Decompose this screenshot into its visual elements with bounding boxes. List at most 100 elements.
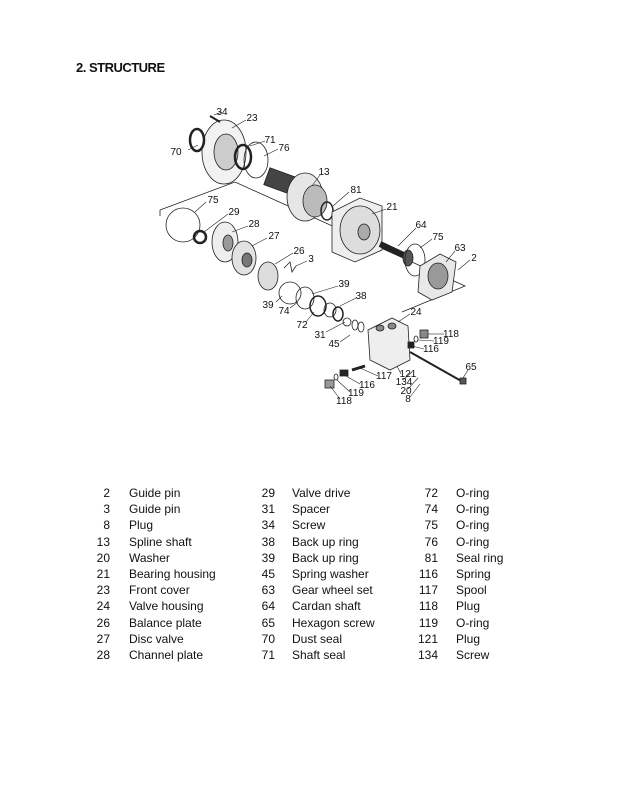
callout-label: 74 <box>278 306 290 317</box>
part-name: Plug <box>456 631 481 646</box>
part-name: Plug <box>129 518 154 533</box>
part-number: 119 <box>418 615 438 630</box>
callout-label: 81 <box>350 185 362 196</box>
callout-label: 116 <box>359 380 375 391</box>
part-number: 74 <box>424 502 438 517</box>
part-number: 13 <box>96 534 110 549</box>
callout-label: 34 <box>216 107 228 118</box>
part-number: 23 <box>96 583 110 598</box>
callout-label: 38 <box>355 291 367 302</box>
callout-label: 27 <box>268 231 280 242</box>
callout-label: 3 <box>308 254 314 265</box>
callout-label: 2 <box>471 253 477 264</box>
part-number: 72 <box>424 486 438 500</box>
part-name: Spacer <box>292 502 331 517</box>
callout-label: 31 <box>314 330 326 341</box>
part-name: Guide pin <box>129 502 181 517</box>
part-name: O-ring <box>456 534 490 549</box>
gear-wheel-set-part <box>417 253 457 301</box>
part-number: 121 <box>417 631 438 646</box>
part-number: 81 <box>424 550 438 565</box>
valve-housing-part <box>367 317 411 371</box>
part-number: 26 <box>96 615 110 630</box>
part-name: Valve housing <box>129 599 204 614</box>
back-up-ring-39b <box>323 302 337 318</box>
o-ring-76 <box>243 141 269 179</box>
part-number: 71 <box>261 648 275 662</box>
part-name: Channel plate <box>129 648 204 662</box>
part-name: Hexagon screw <box>292 615 375 630</box>
callout-label: 21 <box>386 202 398 213</box>
section-heading: 2. STRUCTURE <box>76 60 165 75</box>
part-name: Plug <box>456 599 481 614</box>
callout-label: 70 <box>170 147 182 158</box>
part-number: 134 <box>417 648 438 662</box>
part-name: Balance plate <box>129 615 202 630</box>
part-number: 63 <box>261 583 275 598</box>
part-name: Gear wheel set <box>292 583 373 598</box>
back-up-ring-39a <box>278 281 302 305</box>
part-number: 39 <box>261 550 275 565</box>
part-name: Spring washer <box>292 567 369 581</box>
callout-label: 119 <box>433 336 449 347</box>
part-name: Guide pin <box>129 486 181 500</box>
callout-label: 116 <box>423 344 439 355</box>
callout-label: 117 <box>376 371 392 382</box>
spacer-part <box>342 317 352 327</box>
part-number: 8 <box>103 518 110 533</box>
callout-label: 71 <box>264 135 276 146</box>
o-ring-74 <box>295 286 315 310</box>
part-number: 21 <box>96 567 110 581</box>
callout-label: 75 <box>207 195 219 206</box>
part-number: 38 <box>261 534 275 549</box>
o-ring-72 <box>309 295 327 317</box>
part-number: 64 <box>261 599 275 614</box>
callout-label: 28 <box>248 219 260 230</box>
part-name: Screw <box>292 518 326 533</box>
part-number: 2 <box>103 486 110 500</box>
part-number: 20 <box>96 550 110 565</box>
callout-label: 72 <box>296 320 308 331</box>
callout-label: 65 <box>465 362 477 373</box>
o-ring-75a <box>165 207 201 243</box>
seal-ring-81 <box>320 201 334 221</box>
callout-label: 8 <box>405 394 411 405</box>
part-name: Cardan shaft <box>292 599 361 614</box>
part-number: 75 <box>424 518 438 533</box>
part-number: 70 <box>261 631 275 646</box>
part-name: Shaft seal <box>292 648 346 662</box>
part-name: Spring <box>456 567 491 581</box>
part-name: O-ring <box>456 615 490 630</box>
callout-label: 13 <box>318 167 330 178</box>
back-up-ring-38 <box>332 306 344 322</box>
part-name: O-ring <box>456 486 490 500</box>
balance-plate-part <box>257 261 279 291</box>
callout-label: 20 <box>400 386 412 397</box>
part-number: 28 <box>96 648 110 662</box>
exploded-view-diagram: 3423707176138121752928272636475632393839… <box>159 107 477 407</box>
part-number: 3 <box>103 502 110 517</box>
part-name: Back up ring <box>292 550 359 565</box>
o-ring-75b <box>404 243 426 277</box>
callout-label: 119 <box>348 388 364 399</box>
callout-label: 24 <box>410 307 422 318</box>
part-number: 116 <box>418 567 438 581</box>
part-name: O-ring <box>456 518 490 533</box>
callout-label: 64 <box>415 220 427 231</box>
valve-drive-part <box>192 229 208 245</box>
callout-label: 23 <box>246 113 258 124</box>
part-name: Bearing housing <box>129 567 216 581</box>
callout-label: 121 <box>400 369 417 380</box>
front-cover-part <box>201 119 247 185</box>
callout-label: 45 <box>328 339 340 350</box>
part-number: 24 <box>96 599 110 614</box>
cardan-shaft-part <box>378 241 414 267</box>
part-number: 118 <box>418 599 438 614</box>
part-name: Spline shaft <box>129 534 192 549</box>
part-number: 27 <box>96 631 110 646</box>
part-number: 31 <box>261 502 275 517</box>
part-name: Front cover <box>129 583 190 598</box>
hexagon-screw-part <box>409 351 464 383</box>
callout-label: 118 <box>443 329 459 340</box>
callout-label: 39 <box>338 279 350 290</box>
